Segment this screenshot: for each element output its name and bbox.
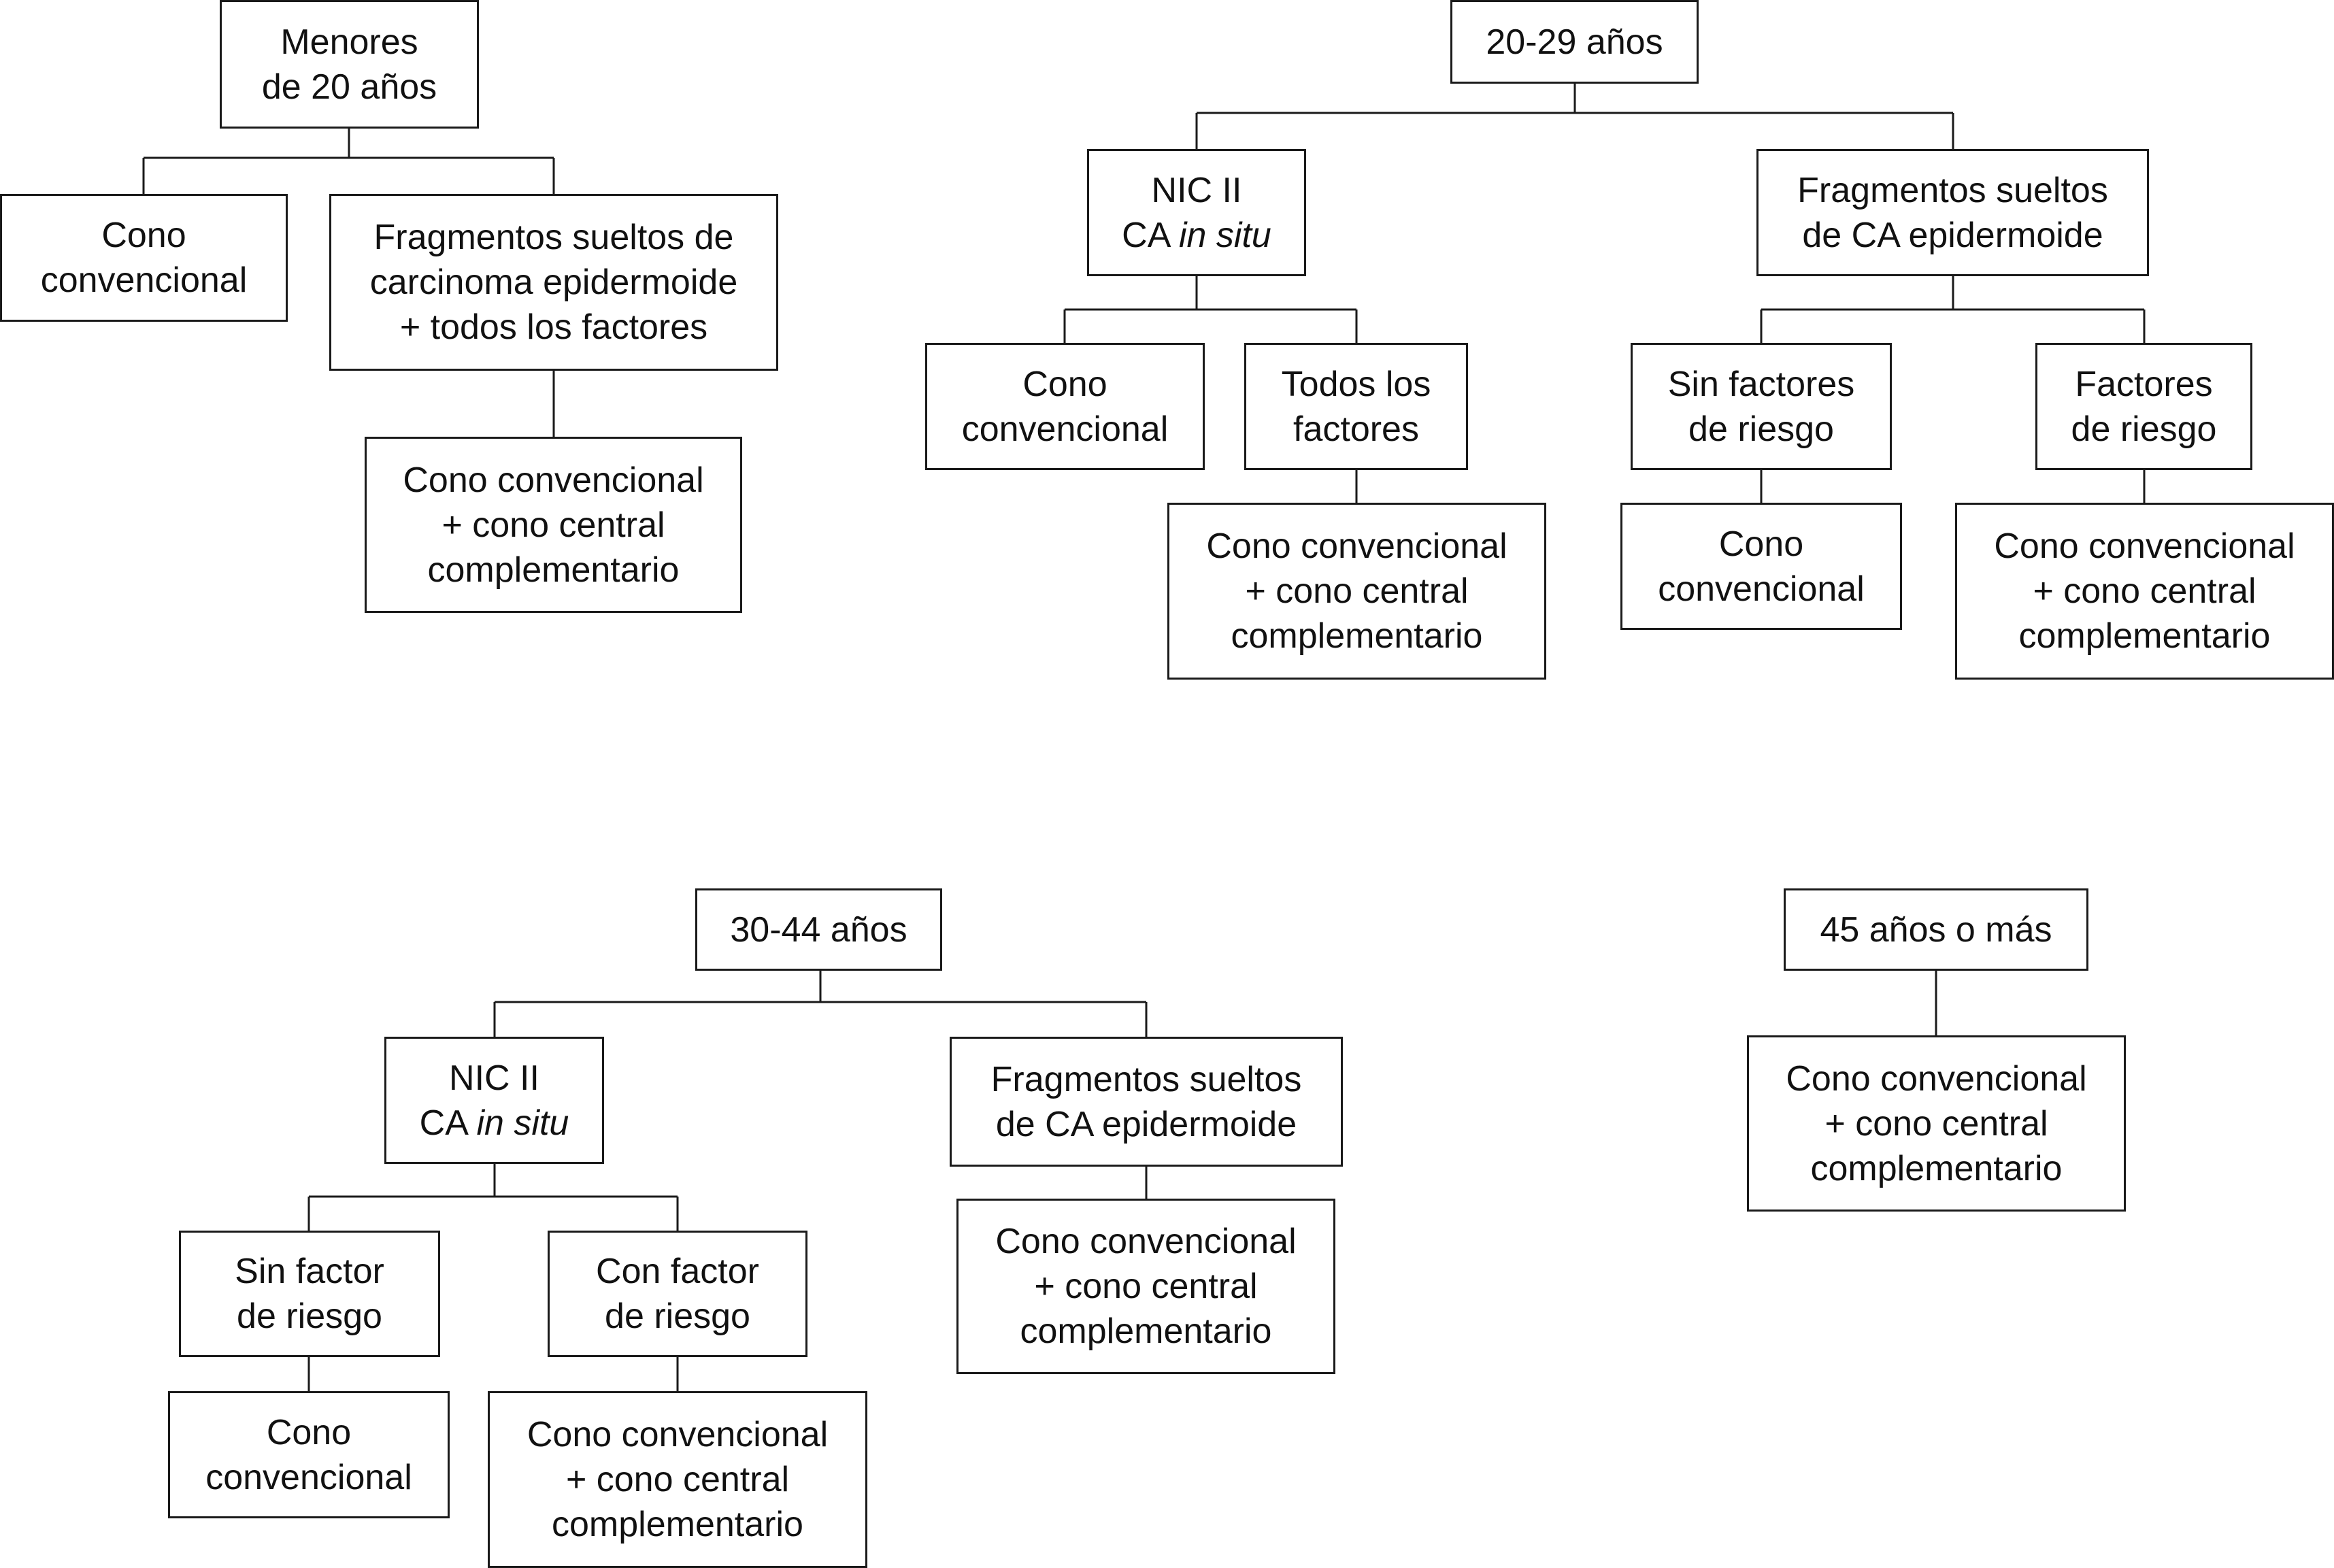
node-20-29: 20-29 años: [1450, 0, 1699, 84]
node-nic-ii-ca-in-situ: NIC II CA in situ: [384, 1037, 604, 1164]
node-cono-convencional: Cono convencional: [1620, 503, 1902, 630]
node-sin-factor-de-riesgo: Sin factor de riesgo: [179, 1231, 440, 1357]
node-factores-de-riesgo: Factores de riesgo: [2035, 343, 2252, 470]
node-nic-ii-ca-in-situ: NIC II CA in situ: [1087, 149, 1306, 276]
node-menores-20: Menores de 20 años: [220, 0, 479, 129]
node-cono-convencional-central: Cono convencional + cono central complem…: [1955, 503, 2334, 680]
node-todos-los-factores: Todos los factores: [1244, 343, 1468, 470]
node-con-factor-de-riesgo: Con factor de riesgo: [548, 1231, 807, 1357]
node-cono-convencional: Cono convencional: [168, 1391, 450, 1518]
node-fragmentos-carcinoma-todos-factores: Fragmentos sueltos de carcinoma epidermo…: [329, 194, 778, 371]
node-fragmentos-ca-epidermoide: Fragmentos sueltos de CA epidermoide: [1756, 149, 2149, 276]
node-45-o-mas: 45 años o más: [1784, 888, 2088, 971]
node-cono-convencional-central: Cono convencional + cono central complem…: [956, 1199, 1335, 1374]
node-cono-convencional-central: Cono convencional + cono central complem…: [488, 1391, 867, 1568]
node-cono-convencional: Cono convencional: [0, 194, 288, 322]
node-sin-factores-de-riesgo: Sin factores de riesgo: [1631, 343, 1892, 470]
node-cono-convencional-central: Cono convencional + cono central complem…: [1167, 503, 1546, 680]
node-cono-convencional-central: Cono convencional + cono central complem…: [365, 437, 742, 613]
node-cono-convencional: Cono convencional: [925, 343, 1205, 470]
node-30-44: 30-44 años: [695, 888, 942, 971]
node-fragmentos-ca-epidermoide: Fragmentos sueltos de CA epidermoide: [950, 1037, 1343, 1167]
node-cono-convencional-central: Cono convencional + cono central complem…: [1747, 1035, 2126, 1212]
